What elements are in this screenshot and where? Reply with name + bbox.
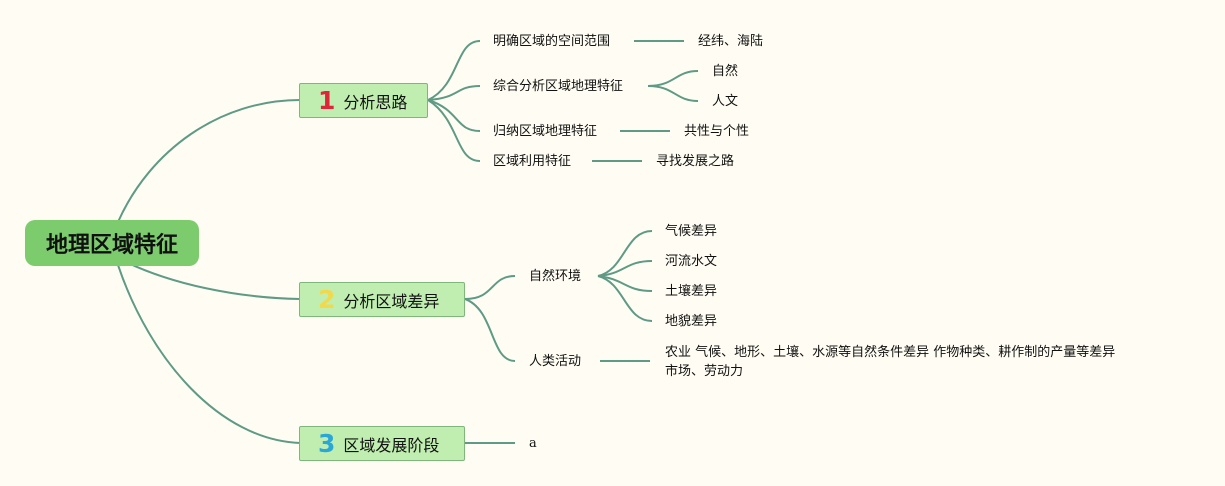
node-natural-environment[interactable]: 自然环境 (529, 269, 582, 284)
node-lat-lon-sea-land[interactable]: 经纬、海陆 (698, 34, 764, 49)
link-b2-c2 (464, 298, 516, 362)
node-human-activity[interactable]: 人类活动 (529, 354, 582, 369)
node-commonality-individuality[interactable]: 共性与个性 (684, 124, 750, 139)
link-b1-c1 (427, 40, 481, 101)
node-human[interactable]: 人文 (712, 94, 739, 109)
node-a[interactable]: a (529, 436, 537, 451)
link-b1-c3 (427, 99, 481, 132)
node-spatial-range[interactable]: 明确区域的空间范围 (493, 34, 611, 49)
branch-number-badge: 1 (318, 86, 336, 115)
link-b1-c2-leaf2 (647, 85, 699, 102)
node-climate-difference[interactable]: 气候差异 (665, 224, 718, 239)
root-topic[interactable]: 地理区域特征 (25, 220, 199, 266)
branch-label: 分析思路 (343, 92, 408, 112)
node-summarize-features[interactable]: 归纳区域地理特征 (493, 124, 598, 139)
link-b1-c2-leaf1 (647, 70, 699, 87)
link-b1-c2 (427, 85, 481, 101)
link-root-branch3 (117, 264, 301, 444)
node-development-path[interactable]: 寻找发展之路 (656, 154, 735, 169)
node-river-hydrology[interactable]: 河流水文 (665, 254, 718, 269)
branch-regional-differences[interactable]: 2 分析区域差异 (299, 282, 465, 317)
link-root-branch2 (117, 257, 301, 300)
node-region-use[interactable]: 区域利用特征 (493, 154, 572, 169)
link-b2-c1-leaf4 (597, 275, 653, 322)
link-b2-c1-leaf2 (597, 260, 653, 277)
link-root-branch1 (117, 99, 301, 223)
node-comprehensive-analysis[interactable]: 综合分析区域地理特征 (493, 79, 624, 94)
branch-analysis-approach[interactable]: 1 分析思路 (299, 83, 428, 118)
branch-label: 分析区域差异 (343, 291, 440, 311)
node-agriculture-differences[interactable]: 农业 气候、地形、土壤、水源等自然条件差异 作物种类、耕作制的产量等差异 (665, 345, 1116, 360)
branch-number-badge: 2 (318, 285, 336, 314)
node-landform-difference[interactable]: 地貌差异 (665, 314, 718, 329)
link-b2-c1 (464, 275, 516, 300)
link-b2-c1-leaf1 (597, 230, 653, 277)
link-b1-c4 (427, 99, 481, 162)
node-market-labor[interactable]: 市场、劳动力 (665, 364, 744, 379)
link-b2-c1-leaf3 (597, 275, 653, 292)
branch-number-badge: 3 (318, 429, 336, 458)
root-topic-label: 地理区域特征 (45, 233, 178, 258)
node-natural[interactable]: 自然 (712, 64, 739, 79)
branch-label: 区域发展阶段 (343, 435, 440, 455)
branch-development-stage[interactable]: 3 区域发展阶段 (299, 426, 465, 461)
node-soil-difference[interactable]: 土壤差异 (665, 284, 718, 299)
